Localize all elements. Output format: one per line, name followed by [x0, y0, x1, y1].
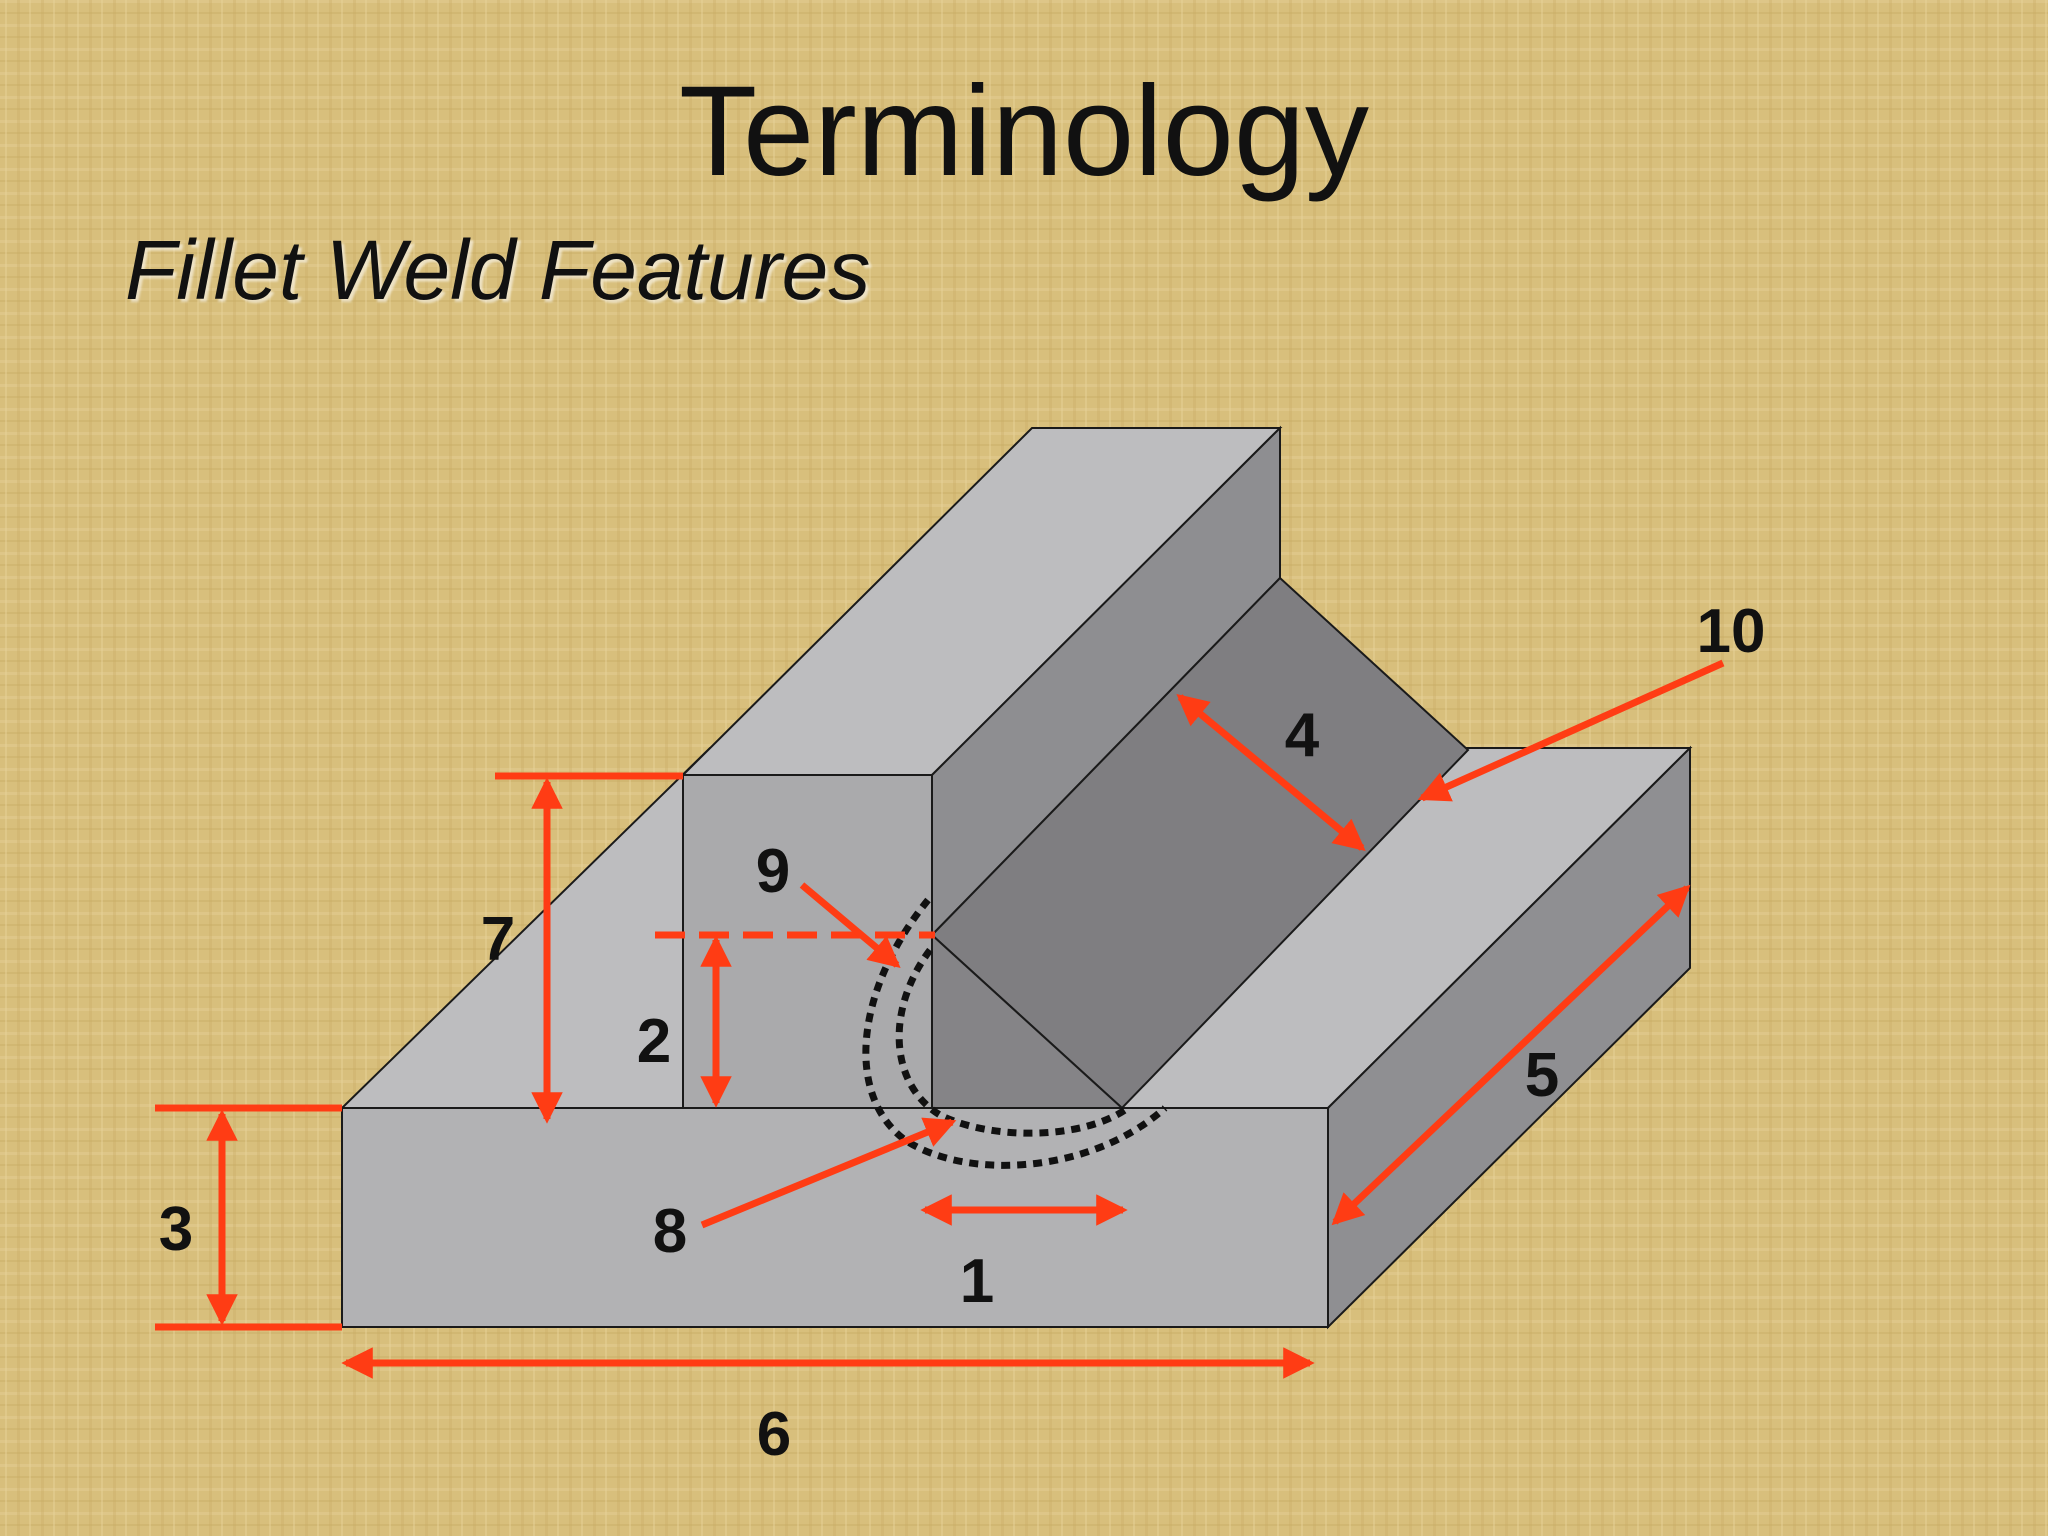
- dimension-arrows: [155, 659, 1725, 1379]
- arrow-4: [1176, 693, 1366, 852]
- label-6: 6: [757, 1400, 791, 1469]
- label-2: 2: [637, 1007, 671, 1076]
- label-4: 4: [1285, 701, 1320, 770]
- base-plate-front-face: [341, 1107, 1329, 1328]
- label-9: 9: [756, 837, 790, 906]
- label-10: 10: [1697, 597, 1766, 666]
- arrow-8: [700, 1117, 957, 1229]
- arrow-9: [799, 882, 901, 969]
- weld-end-face: [931, 932, 1125, 1109]
- vertical-member-front-face: [682, 774, 933, 1109]
- arrow-10: [1417, 659, 1725, 802]
- label-7: 7: [481, 905, 515, 974]
- label-5: 5: [1525, 1041, 1559, 1110]
- fusion-zone-outline: [862, 897, 1168, 1169]
- label-1: 1: [960, 1247, 994, 1316]
- arrow-5: [1331, 884, 1691, 1226]
- label-3: 3: [159, 1195, 193, 1264]
- slide-subtitle: Fillet Weld Features: [125, 223, 871, 317]
- label-8: 8: [653, 1197, 687, 1266]
- slide-title: Terminology: [678, 60, 1370, 203]
